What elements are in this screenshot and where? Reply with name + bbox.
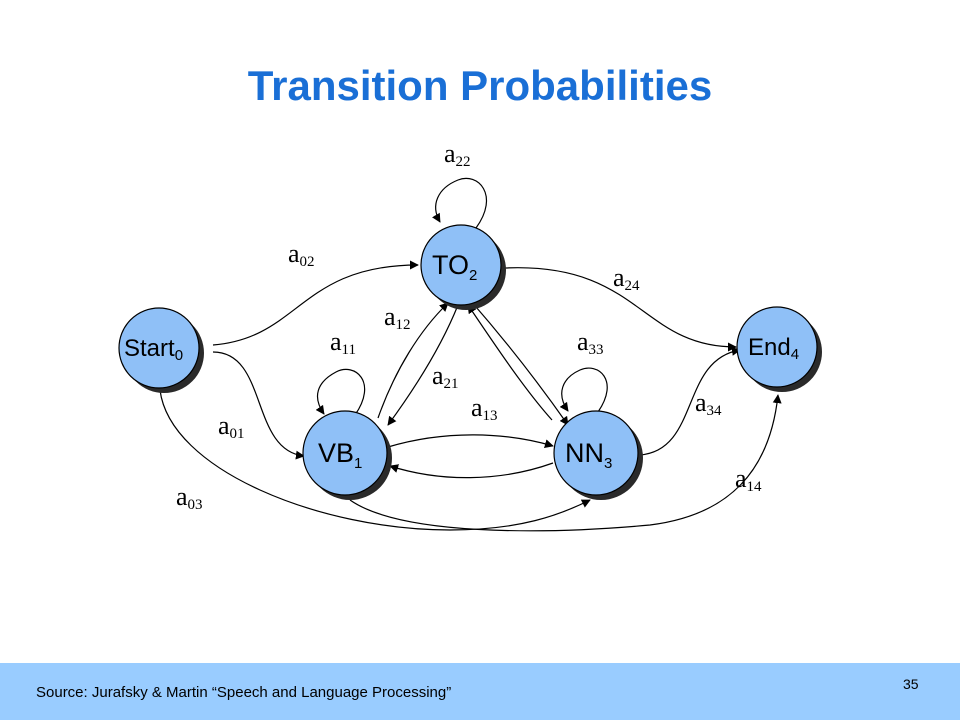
edge-a11 — [315, 368, 366, 416]
label-a13: a13 — [471, 393, 498, 424]
edge-a21 — [387, 304, 459, 426]
label-a21: a21 — [432, 361, 459, 392]
svg-text:TO2: TO2 — [432, 250, 477, 284]
node-nn-sub: 3 — [604, 455, 612, 472]
svg-text:NN3: NN3 — [565, 438, 612, 472]
node-nn: NN3 — [553, 410, 643, 500]
label-a33: a33 — [577, 327, 604, 358]
node-to-sub: 2 — [469, 267, 477, 284]
label-a03: a03 — [176, 482, 203, 513]
edge-to-nn — [469, 299, 569, 426]
label-a02: a02 — [288, 239, 315, 270]
edge-a12 — [377, 302, 449, 419]
footer-bar — [0, 663, 960, 720]
node-start: Start0 — [118, 307, 204, 393]
node-to-name: TO — [432, 250, 469, 280]
edge-nn-vb — [389, 462, 554, 479]
svg-text:Start0: Start0 — [124, 335, 183, 364]
edge-labels: a22 a02 a24 a12 a11 a33 a21 a13 a01 a34 … — [176, 139, 762, 513]
edge-a34 — [639, 346, 741, 456]
slide-title: Transition Probabilities — [247, 62, 713, 109]
label-a12: a12 — [384, 302, 411, 333]
node-to: TO2 — [420, 224, 506, 310]
edge-a24 — [504, 267, 737, 352]
edge-a14 — [349, 394, 782, 532]
label-a11: a11 — [330, 327, 356, 358]
label-a22: a22 — [444, 139, 471, 170]
edge-a22 — [432, 177, 488, 229]
node-vb-sub: 1 — [354, 455, 362, 472]
svg-text:End4: End4 — [748, 334, 799, 363]
node-vb-name: VB — [318, 438, 354, 468]
svg-text:VB1: VB1 — [318, 438, 362, 472]
label-a01: a01 — [218, 411, 245, 442]
node-end-sub: 4 — [791, 346, 799, 363]
label-a34: a34 — [695, 388, 722, 419]
edge-nn-to — [467, 304, 553, 421]
edge-a02 — [212, 260, 419, 346]
edge-a01 — [212, 351, 305, 460]
node-end: End4 — [736, 306, 822, 392]
node-nn-name: NN — [565, 438, 604, 468]
page-number: 35 — [903, 676, 919, 692]
node-end-name: End — [748, 334, 791, 361]
node-start-name: Start — [124, 335, 175, 362]
node-start-sub: 0 — [175, 347, 183, 364]
label-a14: a14 — [735, 464, 762, 495]
edge-a13 — [387, 434, 554, 449]
node-vb: VB1 — [302, 410, 392, 500]
edges — [159, 177, 782, 532]
label-a24: a24 — [613, 263, 640, 294]
edge-a33 — [559, 367, 608, 413]
hmm-state-diagram: TO2 Start0 End4 VB1 NN3 a22 a02 a24 a12 — [118, 139, 822, 532]
edge-a03 — [159, 389, 591, 531]
source-citation: Source: Jurafsky & Martin “Speech and La… — [36, 684, 452, 701]
